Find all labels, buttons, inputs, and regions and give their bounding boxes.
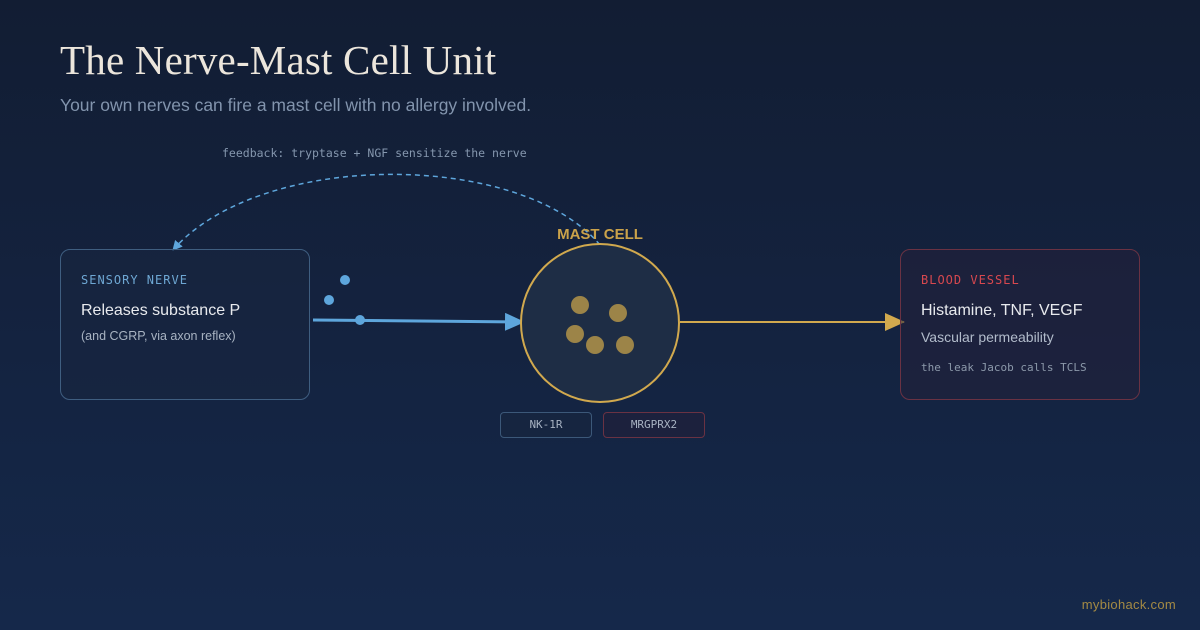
blood-vessel-main: Histamine, TNF, VEGF [921,302,1083,319]
blood-vessel-box: BLOOD VESSEL Histamine, TNF, VEGF Vascul… [900,249,1140,400]
mast-cell-label: MAST CELL [557,226,643,243]
blood-vessel-note: the leak Jacob calls TCLS [921,361,1087,374]
mast-cell-granule [609,304,627,322]
receptor-nk1r: NK-1R [500,412,592,438]
mast-cell [520,243,680,403]
sensory-nerve-box: SENSORY NERVE Releases substance P (and … [60,249,310,400]
feedback-label: feedback: tryptase + NGF sensitize the n… [222,146,527,160]
page-title: The Nerve-Mast Cell Unit [60,37,497,83]
mast-cell-granule [566,325,584,343]
mast-cell-granule [571,296,589,314]
mast-cell-granule [586,336,604,354]
blood-vessel-tag: BLOOD VESSEL [921,273,1020,287]
nerve-to-mast-cell-arrow [312,312,525,331]
sensory-nerve-sub: (and CGRP, via axon reflex) [81,329,236,343]
feedback-arrow [172,173,601,251]
site-footer: mybiohack.com [1081,597,1176,612]
substance-p-particle [355,315,365,325]
receptor-mrgprx2: MRGPRX2 [603,412,705,438]
sensory-nerve-main: Releases substance P [81,302,241,319]
mast-cell-granule [616,336,634,354]
substance-p-particle [324,295,334,305]
sensory-nerve-tag: SENSORY NERVE [81,273,188,287]
blood-vessel-sub: Vascular permeability [921,329,1054,345]
substance-p-particle [340,275,350,285]
page-subtitle: Your own nerves can fire a mast cell wit… [60,95,532,115]
